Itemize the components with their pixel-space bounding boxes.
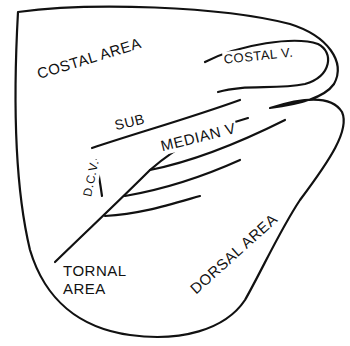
wing-outline [16, 7, 344, 337]
part-label: TORNAL AREA [62, 262, 134, 298]
median-branch [105, 196, 200, 216]
part-label: DORSAL AREA [186, 210, 282, 299]
part-label: COSTAL V. [222, 44, 295, 67]
median-vein [55, 118, 248, 262]
costal-vein [205, 41, 328, 92]
part-label: MEDIAN V [158, 119, 239, 155]
median-branch [150, 120, 285, 170]
median-branch [125, 160, 240, 196]
part-label: COSTAL AREA [34, 34, 145, 83]
